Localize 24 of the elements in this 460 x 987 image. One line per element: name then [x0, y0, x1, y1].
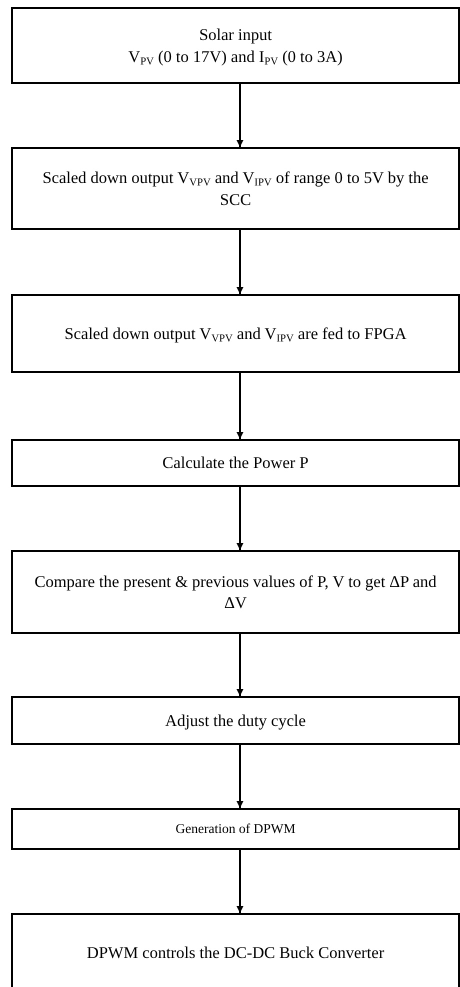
arrow [236, 487, 244, 550]
step-text: Adjust the duty cycle [165, 710, 306, 732]
step-text: DPWM controls the DC-DC Buck Converter [86, 942, 384, 964]
step-text: Scaled down output V$_{VPV}$ and V$_{IPV}$ of range 0 to 5V by the SCC [41, 167, 430, 210]
arrow [236, 373, 244, 439]
process-box [11, 7, 460, 84]
step-text: Calculate the Power P [162, 452, 309, 474]
process-box [11, 550, 460, 634]
step-text: Compare the present & previous values of P, V to get ΔP and ΔV [33, 570, 438, 614]
arrow [236, 230, 244, 294]
process-box [11, 696, 460, 745]
process-box [11, 808, 460, 850]
process-box [11, 913, 460, 987]
process-box [11, 294, 460, 373]
process-box [11, 147, 460, 230]
arrow [236, 634, 244, 696]
step-text: Solar input [199, 24, 272, 46]
arrow [236, 745, 244, 808]
step-text: Generation of DPWM [176, 820, 296, 838]
step-text: V$_{PV}$ (0 to 17V) and I$_{PV}$ (0 to 3A) [128, 46, 343, 67]
arrow [236, 84, 244, 147]
process-box [11, 439, 460, 487]
step-text: Scaled down output V$_{VPV}$ and V$_{IPV}$ are fed to FPGA [64, 322, 406, 344]
arrow [236, 850, 244, 913]
